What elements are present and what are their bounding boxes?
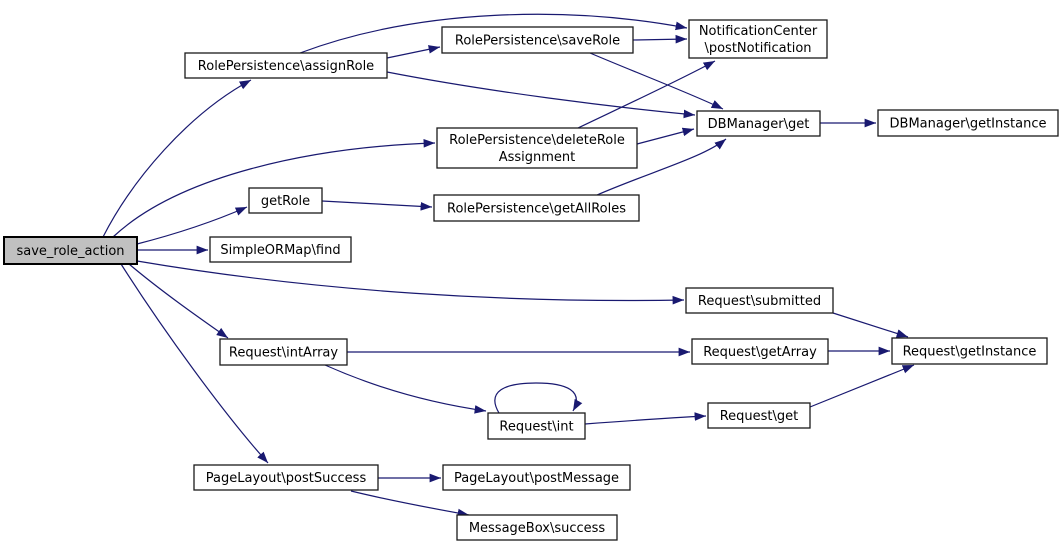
node-Request_get[interactable]: Request\get bbox=[707, 402, 811, 429]
node-Request_getArray[interactable]: Request\getArray bbox=[691, 338, 829, 365]
node-box[interactable] bbox=[442, 464, 631, 491]
node-Request_submitted[interactable]: Request\submitted bbox=[685, 287, 834, 314]
edge-Request_int-to-Request_int bbox=[494, 382, 583, 414]
node-box[interactable] bbox=[193, 464, 379, 491]
nodes-layer: save_role_action RolePersistence\assignRo… bbox=[3, 19, 1059, 541]
node-label: Request\int bbox=[499, 420, 573, 435]
node-label: Request\intArray bbox=[229, 346, 338, 361]
edges-layer bbox=[102, 13, 915, 518]
edge-assignRole-to-DBManager_get bbox=[386, 71, 696, 119]
node-label: save_role_action bbox=[16, 244, 124, 259]
node-Request_getInstance[interactable]: Request\getInstance bbox=[891, 337, 1048, 365]
node-box[interactable] bbox=[696, 110, 821, 137]
edge-save_role_action-to-PageLayout_postSuccess bbox=[120, 263, 269, 464]
node-box[interactable] bbox=[219, 338, 348, 366]
node-label: RolePersistence\assignRole bbox=[198, 59, 374, 74]
node-box[interactable] bbox=[691, 338, 829, 365]
node-box[interactable] bbox=[456, 514, 618, 541]
node-box[interactable] bbox=[877, 109, 1059, 137]
node-label: Request\get bbox=[720, 409, 799, 424]
node-label: RolePersistence\saveRole bbox=[455, 34, 620, 49]
edge-save_role_action-to-Request_intArray bbox=[128, 263, 229, 339]
node-label: MessageBox\success bbox=[469, 521, 606, 536]
edge-Request_int-to-Request_get bbox=[584, 412, 707, 425]
node-DBManager_get[interactable]: DBManager\get bbox=[696, 110, 821, 137]
node-box[interactable] bbox=[685, 287, 834, 314]
node-box[interactable] bbox=[3, 236, 138, 265]
node-label: DBManager\getInstance bbox=[890, 117, 1047, 132]
edge-save_role_action-to-Request_submitted bbox=[136, 260, 685, 305]
edge-saveRole-to-postNotification bbox=[632, 34, 688, 44]
node-box[interactable] bbox=[441, 26, 634, 54]
node-postNotification[interactable]: NotificationCenter\postNotification bbox=[688, 19, 828, 59]
node-label: PageLayout\postMessage bbox=[454, 471, 619, 486]
edge-Request_intArray-to-Request_int bbox=[324, 364, 487, 414]
node-label: Request\getArray bbox=[703, 345, 817, 360]
node-label: SimpleORMap\find bbox=[220, 243, 340, 258]
node-SimpleORMap_find[interactable]: SimpleORMap\find bbox=[209, 236, 352, 263]
node-getRole[interactable]: getRole bbox=[248, 187, 323, 214]
node-MessageBox_success[interactable]: MessageBox\success bbox=[456, 514, 618, 541]
node-label: getRole bbox=[261, 194, 310, 209]
edge-Request_submitted-to-Request_getInstance bbox=[832, 312, 909, 338]
node-box[interactable] bbox=[209, 236, 352, 263]
node-DBManager_getInstance[interactable]: DBManager\getInstance bbox=[877, 109, 1059, 137]
edge-PageLayout_postSuccess-to-MessageBox_success bbox=[350, 490, 470, 518]
edge-deleteRoleAssignment-to-DBManager_get bbox=[636, 127, 695, 145]
node-getAllRoles[interactable]: RolePersistence\getAllRoles bbox=[433, 194, 640, 222]
edge-Request_get-to-Request_getInstance bbox=[809, 364, 915, 408]
node-label: NotificationCenter\postNotification bbox=[699, 24, 818, 56]
node-label: DBManager\get bbox=[708, 117, 810, 132]
node-box[interactable] bbox=[688, 19, 828, 59]
node-label: RolePersistence\getAllRoles bbox=[447, 202, 626, 217]
node-box[interactable] bbox=[891, 337, 1048, 365]
node-box[interactable] bbox=[487, 412, 586, 440]
node-box[interactable] bbox=[436, 127, 638, 169]
edge-save_role_action-to-getRole bbox=[136, 206, 248, 245]
node-label: PageLayout\postSuccess bbox=[206, 471, 367, 486]
node-saveRole[interactable]: RolePersistence\saveRole bbox=[441, 26, 634, 54]
node-label: Request\getInstance bbox=[903, 345, 1037, 360]
edge-assignRole-to-postNotification bbox=[299, 13, 688, 54]
edge-deleteRoleAssignment-to-postNotification bbox=[577, 60, 716, 129]
edge-getRole-to-getAllRoles bbox=[321, 200, 433, 211]
edge-save_role_action-to-assignRole bbox=[102, 79, 252, 238]
node-Request_intArray[interactable]: Request\intArray bbox=[219, 338, 348, 366]
node-box[interactable] bbox=[184, 52, 388, 79]
node-box[interactable] bbox=[707, 402, 811, 429]
node-assignRole[interactable]: RolePersistence\assignRole bbox=[184, 52, 388, 79]
node-box[interactable] bbox=[433, 194, 640, 222]
edge-getAllRoles-to-DBManager_get bbox=[596, 138, 727, 196]
node-Request_int[interactable]: Request\int bbox=[487, 412, 586, 440]
edge-saveRole-to-DBManager_get bbox=[589, 52, 724, 110]
node-label: Request\submitted bbox=[698, 294, 821, 309]
edge-assignRole-to-saveRole bbox=[386, 45, 441, 59]
edge-save_role_action-to-deleteRoleAssignment bbox=[112, 139, 436, 238]
node-save_role_action[interactable]: save_role_action bbox=[3, 236, 138, 265]
node-PageLayout_postSuccess[interactable]: PageLayout\postSuccess bbox=[193, 464, 379, 491]
node-box[interactable] bbox=[248, 187, 323, 214]
node-PageLayout_postMessage[interactable]: PageLayout\postMessage bbox=[442, 464, 631, 491]
